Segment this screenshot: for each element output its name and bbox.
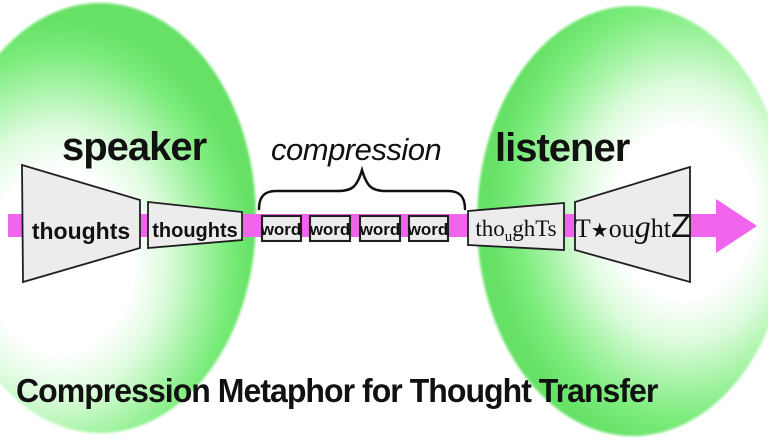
listener-thoughts-large-label: T★oughtZ xyxy=(575,207,691,244)
listener-label: listener xyxy=(495,126,630,170)
compression-brace xyxy=(257,165,467,211)
thoughtz-script-g-text: g xyxy=(635,208,651,244)
thoughts-pre-text: tho xyxy=(475,216,504,241)
thoughtz-ht-text: ht xyxy=(651,214,672,243)
thoughtz-ou-text: ou xyxy=(609,214,635,243)
speaker-thoughts-small-trapezoid xyxy=(147,200,243,249)
thoughtz-z-text: Z xyxy=(671,207,691,244)
thoughts-mid-text: gh xyxy=(512,216,536,241)
listener-thoughts-small-trapezoid xyxy=(467,202,565,251)
word-box-2 xyxy=(308,214,352,243)
speaker-label: speaker xyxy=(62,125,207,169)
word-box-4-label: word xyxy=(407,220,449,239)
word-box-2-label: word xyxy=(309,220,351,239)
compression-label: compression xyxy=(271,132,442,167)
thoughtz-t-text: T xyxy=(575,214,591,243)
word-box-1 xyxy=(260,214,303,243)
thoughts-tail-text: Ts xyxy=(535,216,556,241)
speaker-thoughts-large-trapezoid xyxy=(21,163,141,284)
word-box-1-label: word xyxy=(260,220,302,239)
thoughts-subscript-u: u xyxy=(505,229,513,245)
diagram-title: Compression Metaphor for Thought Transfe… xyxy=(16,372,658,409)
listener-thoughts-large-trapezoid xyxy=(574,165,691,284)
listener-thoughts-small-label: thoughTs xyxy=(475,216,556,245)
word-box-4 xyxy=(407,214,450,243)
speaker-thoughts-small-label: thoughts xyxy=(152,220,238,242)
star-icon: ★ xyxy=(591,220,609,242)
word-box-3 xyxy=(358,214,402,243)
speaker-thoughts-large-label: thoughts xyxy=(32,218,130,244)
word-box-3-label: word xyxy=(359,220,401,239)
